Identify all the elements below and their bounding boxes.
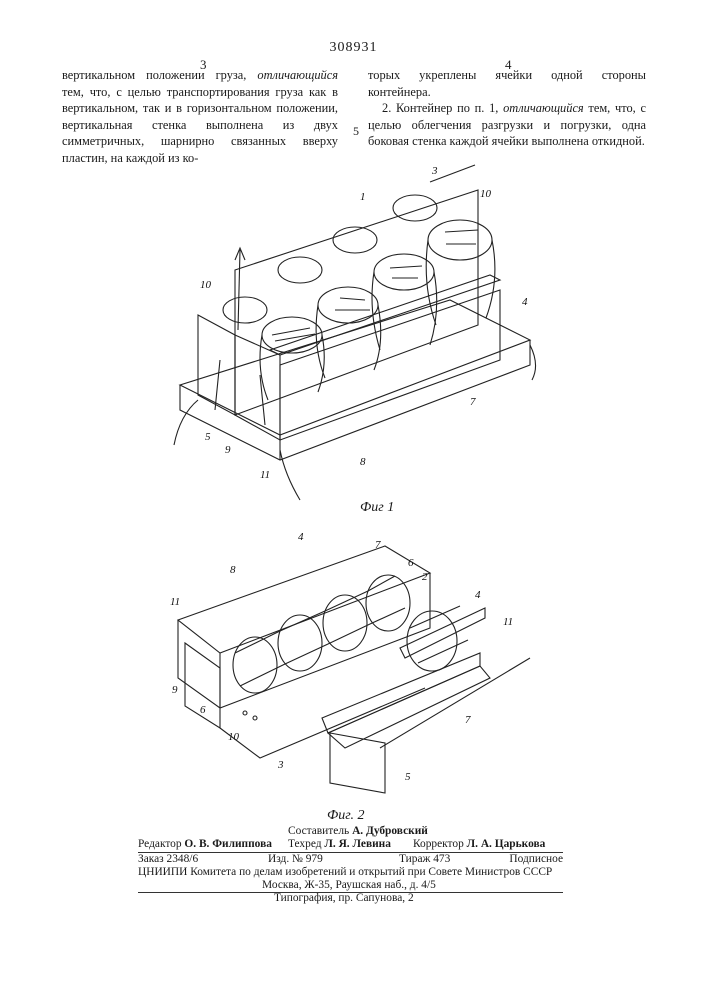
right-column-paragraph1: торых укреплены ячейки одной стороны кон… [368,67,646,100]
fig2-label-3: 3 [277,759,284,771]
fig2-label-6b: 6 [200,704,206,716]
figure-2-caption: Фиг. 2 [327,808,365,824]
compiler-name: А. Дубровский [352,825,428,837]
fig2-label-8: 8 [230,564,236,576]
fig2-label-2: 2 [422,571,428,583]
claim2-italic: отличающийся [503,101,584,115]
figure-2-drawing: 4 8 7 6 2 11 4 11 9 6 10 7 3 5 [160,528,560,808]
fig1-label-7: 7 [470,396,476,408]
techred-row: Техред Л. Я. Левина [288,838,391,851]
corrector-name: Л. А. Царькова [467,838,546,850]
order-number: Заказ 2348/6 [138,853,198,866]
corrector-row: Корректор Л. А. Царькова [413,838,545,851]
right-text-column: торых укреплены ячейки одной стороны кон… [368,67,646,150]
publisher-address: Москва, Ж-35, Раушская наб., д. 4/5 [262,879,436,892]
fig2-label-4a: 4 [298,531,304,543]
techred-label: Техред [288,838,322,850]
techred-name: Л. Я. Левина [324,838,391,850]
left-column-paragraph: вертикальном положении груза, отличающий… [62,67,338,167]
fig1-label-11: 11 [260,469,270,481]
line-number-marker: 5 [353,124,359,139]
left-text-part3: тем, что, с целью транспортирования груз… [62,85,338,165]
editor-label: Редактор [138,838,182,850]
podpisnoe: Подписное [509,853,563,866]
corrector-label: Корректор [413,838,464,850]
izd-number: Изд. № 979 [268,853,323,866]
fig1-label-5: 5 [205,431,211,443]
fig2-label-9: 9 [172,684,178,696]
fig2-label-5: 5 [405,771,411,783]
fig2-label-6a: 6 [408,557,414,569]
typography: Типография, пр. Сапунова, 2 [274,892,414,905]
colophon-rule-top [138,852,563,853]
fig2-label-7b: 7 [465,714,471,726]
claim2-start: 2. Контейнер по п. 1, [382,101,503,115]
patent-number: 308931 [0,40,707,56]
fig2-label-11b: 11 [503,616,513,628]
fig1-label-9: 9 [225,444,231,456]
right-column-paragraph2: 2. Контейнер по п. 1, отличающийся тем, … [368,100,646,150]
fig1-label-3: 3 [431,165,438,177]
editor-name: О. В. Филиппова [184,838,272,850]
left-text-column: вертикальном положении груза, отличающий… [62,67,338,167]
colophon: Составитель А. Дубровский Редактор О. В.… [138,825,563,900]
tirazh: Тираж 473 [399,853,450,866]
fig2-label-4b: 4 [475,589,481,601]
fig1-label-10a: 10 [200,279,212,291]
figure-1-caption: Фиг 1 [360,500,394,516]
editor-row: Редактор О. В. Филиппова [138,838,272,851]
compiler-row: Составитель А. Дубровский [288,825,428,838]
compiler-label: Составитель [288,825,349,837]
left-text-italic: отличающийся [257,68,338,82]
fig1-label-1: 1 [360,191,366,203]
fig1-label-10b: 10 [480,188,492,200]
fig2-label-10: 10 [228,731,240,743]
fig2-label-11a: 11 [170,596,180,608]
fig1-label-4: 4 [522,296,528,308]
publisher-org: ЦНИИПИ Комитета по делам изобретений и о… [138,866,552,879]
fig2-label-7a: 7 [375,539,381,551]
left-text-part1: вертикальном положении груза, [62,68,257,82]
figure-1-drawing: 1 3 4 5 7 8 9 10 10 11 [160,160,560,520]
fig1-label-8: 8 [360,456,366,468]
